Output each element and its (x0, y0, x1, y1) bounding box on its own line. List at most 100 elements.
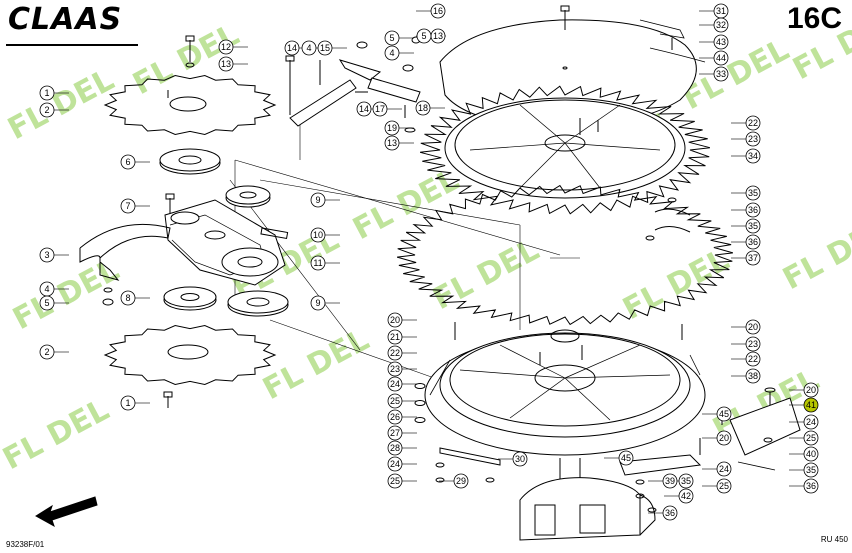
callout-circle (803, 382, 819, 398)
callout-label: 38 (748, 371, 758, 381)
callout-13: 13 (384, 135, 400, 151)
callout-label: 18 (418, 103, 428, 113)
callout-38: 38 (745, 368, 761, 384)
callout-circle (716, 430, 732, 446)
watermark-text: FL DEL (787, 2, 852, 87)
callout-label: 21 (390, 332, 400, 342)
callout-circle (803, 446, 819, 462)
callout-label: 17 (375, 104, 385, 114)
callout-14: 14 (284, 40, 300, 56)
bolt-12 (185, 35, 195, 68)
callout-circle (387, 456, 403, 472)
drawing-number: 93238F/01 (6, 540, 45, 549)
callout-label: 5 (421, 31, 426, 41)
callout-label: 23 (390, 364, 400, 374)
callout-1: 1 (120, 395, 136, 411)
callout-22: 22 (745, 115, 761, 131)
callout-37: 37 (745, 250, 761, 266)
callout-30: 30 (512, 451, 528, 467)
callout-2: 2 (39, 102, 55, 118)
gearbox-assembly (164, 185, 289, 286)
callout-circle (803, 414, 819, 430)
callout-circle (387, 312, 403, 328)
callout-41: 41 (803, 397, 819, 413)
callout-16: 16 (430, 3, 446, 19)
callout-label: 39 (665, 476, 675, 486)
callout-circle (745, 202, 761, 218)
callout-8: 8 (120, 290, 136, 306)
knife-blade-40 (729, 387, 801, 471)
callout-35: 35 (745, 218, 761, 234)
callout-label: 4 (306, 43, 311, 53)
upper-knife-disc (103, 74, 277, 136)
callout-circle (387, 473, 403, 489)
callout-25: 25 (387, 473, 403, 489)
callout-circle (745, 351, 761, 367)
callout-circle (120, 395, 136, 411)
callout-label: 1 (125, 398, 130, 408)
callout-label: 4 (389, 48, 394, 58)
hub-8 (163, 286, 217, 311)
callout-circle (387, 361, 403, 377)
callout-28: 28 (387, 440, 403, 456)
callout-36: 36 (803, 478, 819, 494)
exploded-view-artwork (35, 5, 801, 541)
callout-label: 43 (716, 37, 726, 47)
callout-20: 20 (716, 430, 732, 446)
callout-circle (39, 247, 55, 263)
clips-right (645, 197, 691, 241)
callout-circle (120, 154, 136, 170)
callout-label: 13 (433, 31, 443, 41)
upper-toothed-disc-34 (419, 85, 711, 215)
callout-label: 9 (315, 298, 320, 308)
callout-circle (678, 473, 694, 489)
callout-circle (416, 28, 432, 44)
callout-12: 12 (218, 39, 234, 55)
callout-circle (745, 185, 761, 201)
callout-circle (662, 473, 678, 489)
callout-21: 21 (387, 329, 403, 345)
logo-underline (6, 44, 138, 46)
callout-label: 35 (748, 188, 758, 198)
skid-3 (79, 223, 171, 281)
callout-13: 13 (430, 28, 446, 44)
callout-4: 4 (301, 40, 317, 56)
callout-45: 45 (618, 450, 634, 466)
callout-circle (745, 218, 761, 234)
page-reference: RU 450 (820, 535, 848, 544)
callout-circle (387, 425, 403, 441)
callout-35: 35 (678, 473, 694, 489)
callout-circle (372, 101, 388, 117)
watermark-text: FL DEL (257, 322, 375, 407)
callout-25: 25 (387, 393, 403, 409)
callout-22: 22 (745, 351, 761, 367)
callout-circle (713, 34, 729, 50)
callout-label: 25 (719, 481, 729, 491)
callout-label: 25 (806, 433, 816, 443)
claas-logo: CLAAS (8, 2, 123, 37)
callout-circle (713, 17, 729, 33)
leader-lines (54, 10, 804, 514)
callout-label: 23 (748, 339, 758, 349)
drive-arm (285, 36, 421, 133)
callout-23: 23 (745, 131, 761, 147)
callout-5: 5 (416, 28, 432, 44)
callout-circle (803, 397, 819, 413)
callout-circle (716, 406, 732, 422)
callout-label: 6 (125, 157, 130, 167)
callout-circle (218, 39, 234, 55)
callout-33: 33 (713, 66, 729, 82)
callout-circle (745, 131, 761, 147)
callout-circle (356, 101, 372, 117)
callout-circle (745, 234, 761, 250)
callout-label: 7 (125, 201, 130, 211)
callout-circle (310, 255, 326, 271)
callout-circle (39, 85, 55, 101)
callout-label: 45 (719, 409, 729, 419)
callout-40: 40 (803, 446, 819, 462)
hub-6 (159, 148, 221, 175)
callout-circle (387, 329, 403, 345)
callout-circle (415, 100, 431, 116)
ring-bolts (414, 322, 723, 455)
